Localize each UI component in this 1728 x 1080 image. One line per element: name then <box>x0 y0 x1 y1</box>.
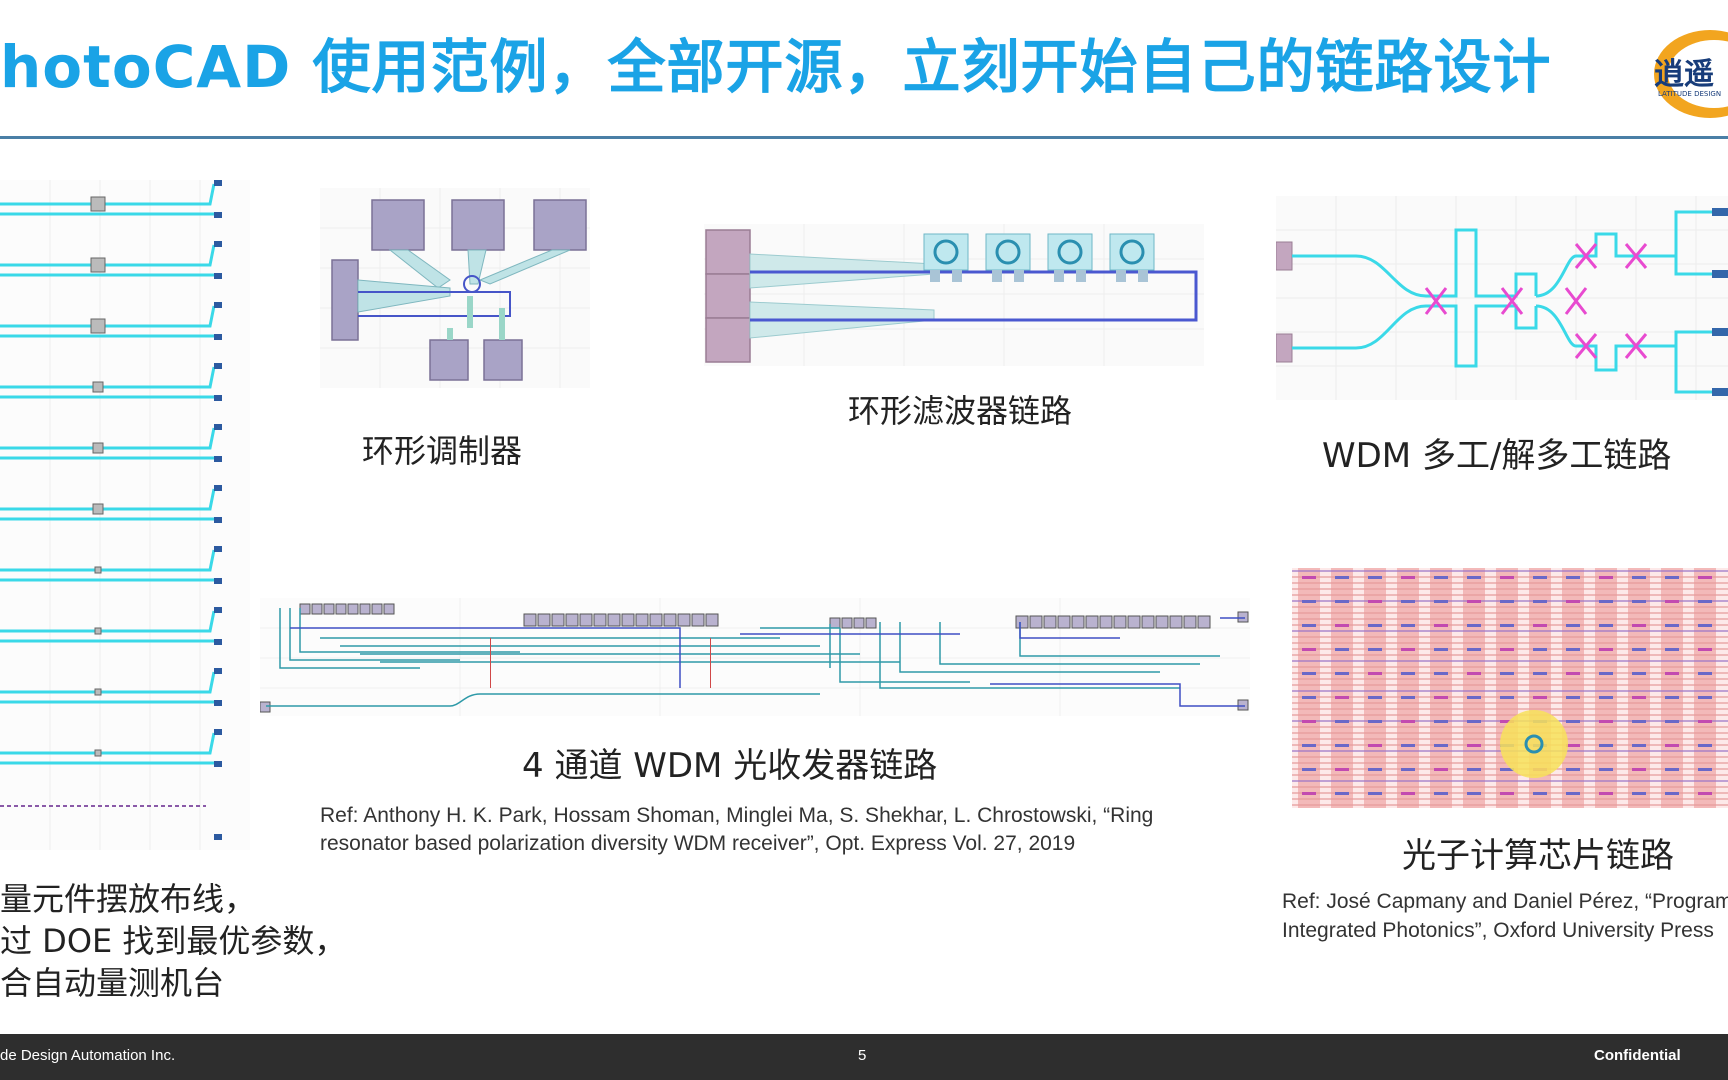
footer-company: de Design Automation Inc. <box>0 1047 176 1064</box>
page-number: 5 <box>858 1047 867 1064</box>
reference-transceiver-line1: Ref: Anthony H. K. Park, Hossam Shoman, … <box>320 804 1154 827</box>
layout-image-ring-modulator <box>320 188 590 388</box>
reference-transceiver-line2: resonator based polarization diversity W… <box>320 832 1076 855</box>
title-divider <box>0 136 1728 139</box>
caption-wdm-mux: WDM 多工/解多工链路 <box>1322 436 1672 476</box>
logo-subtext: LATITUDE DESIGN <box>1658 90 1721 98</box>
feature-list: 量元件摆放布线， 过 DOE 找到最优参数， 合自动量测机台 <box>0 878 346 1004</box>
footer-confidential: Confidential <box>1594 1047 1681 1064</box>
feature-item: 合自动量测机台 <box>0 964 225 1002</box>
feature-item: 量元件摆放布线， <box>0 880 257 918</box>
layout-image-wdm-transceiver <box>260 598 1250 716</box>
caption-ring-modulator: 环形调制器 <box>362 432 523 470</box>
feature-item: 过 DOE 找到最优参数， <box>0 922 347 960</box>
company-logo: 逍遥 LATITUDE DESIGN <box>1648 26 1728 120</box>
slide-footer: de Design Automation Inc. 5 Confidential <box>0 1034 1728 1080</box>
caption-photonic-chip: 光子计算芯片链路 <box>1402 836 1674 876</box>
caption-transceiver: 4 通道 WDM 光收发器链路 <box>522 746 938 786</box>
slide-title: hotoCAD 使用范例，全部开源，立刻开始自己的链路设计 <box>0 33 1552 101</box>
layout-image-wdm-mux <box>1276 196 1728 400</box>
layout-image-waveguide-array <box>0 180 250 850</box>
layout-image-photonic-chip <box>1292 568 1728 808</box>
caption-ring-filter: 环形滤波器链路 <box>848 392 1073 430</box>
reference-chip-line2: Integrated Photonics”, Oxford University… <box>1282 919 1714 942</box>
reference-chip-line1: Ref: José Capmany and Daniel Pérez, “Pro… <box>1282 890 1728 913</box>
layout-image-ring-filter <box>704 224 1204 366</box>
logo-text: 逍遥 <box>1654 57 1714 92</box>
